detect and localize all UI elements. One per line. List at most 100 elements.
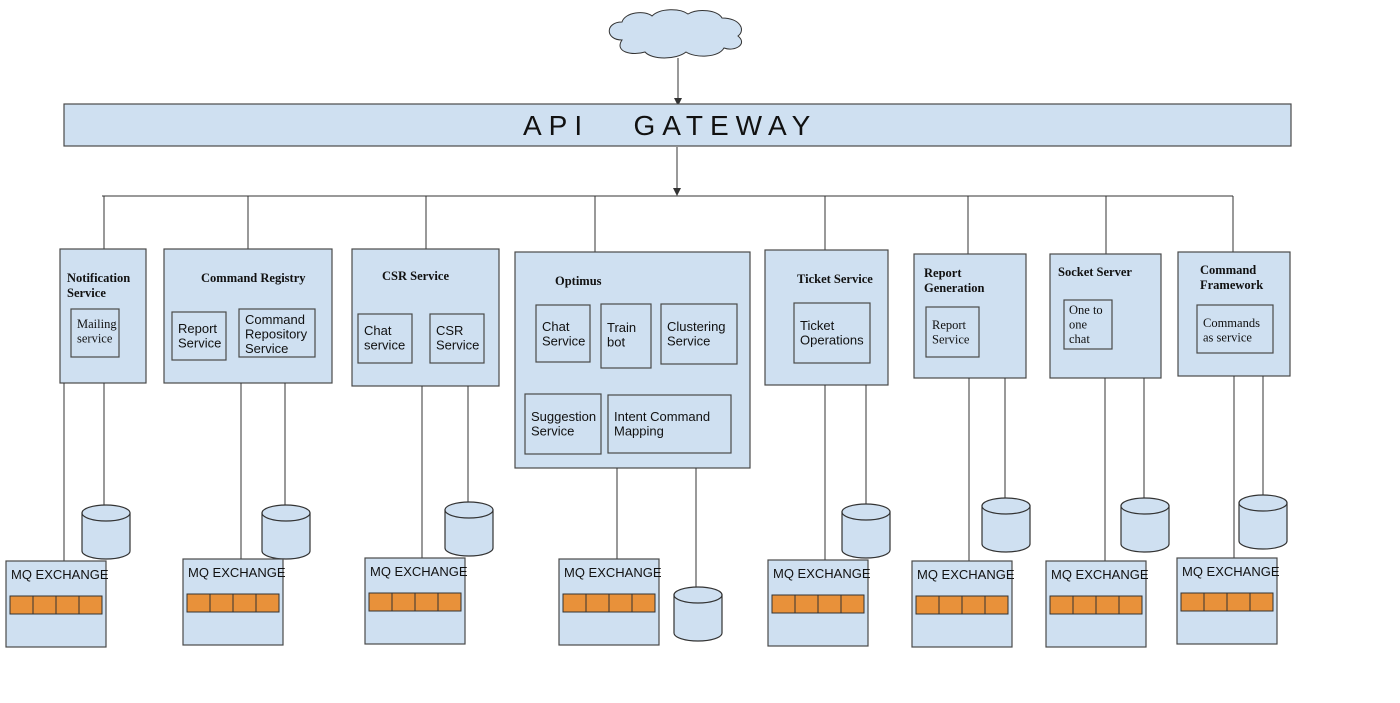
sub-service-label: chat bbox=[1069, 332, 1090, 346]
queue-slot bbox=[984, 595, 1009, 615]
infra-socket-server: MQ EXCHANGE bbox=[1045, 378, 1170, 648]
queue-slot bbox=[391, 592, 416, 612]
service-optimus: OptimusChatServiceTrainbotClusteringServ… bbox=[514, 196, 751, 469]
sub-service-label: Report bbox=[932, 318, 967, 332]
sub-service-label: Repository bbox=[245, 327, 308, 342]
sub-service-label: Service bbox=[178, 336, 221, 351]
database-cylinder-icon bbox=[841, 503, 891, 559]
queue-slot bbox=[1049, 595, 1074, 615]
sub-service-label: Service bbox=[245, 341, 288, 356]
database-cylinder-icon bbox=[981, 497, 1031, 553]
queue-slot bbox=[794, 594, 819, 614]
queue-slot bbox=[232, 593, 257, 613]
sub-service-label: Report bbox=[178, 321, 217, 336]
database-cylinder-icon bbox=[261, 504, 311, 560]
service-command-registry: Command RegistryReportServiceCommandRepo… bbox=[163, 196, 333, 384]
message-queue-icon bbox=[1049, 595, 1143, 615]
service-title: Report bbox=[924, 266, 962, 280]
mq-exchange: MQ EXCHANGE bbox=[767, 559, 871, 647]
queue-slot bbox=[255, 593, 280, 613]
queue-slot bbox=[1118, 595, 1143, 615]
sub-service-label: service bbox=[364, 338, 405, 353]
sub-service-label: Service bbox=[932, 333, 970, 347]
sub-service-label: Command bbox=[245, 312, 305, 327]
queue-slot bbox=[186, 593, 211, 613]
mq-exchange-label: MQ EXCHANGE bbox=[1051, 567, 1149, 582]
infra-csr-service: MQ EXCHANGE bbox=[364, 386, 494, 645]
sub-service-label: Chat bbox=[364, 323, 392, 338]
queue-slot bbox=[55, 595, 80, 615]
message-queue-icon bbox=[1180, 592, 1274, 612]
mq-exchange-label: MQ EXCHANGE bbox=[773, 566, 871, 581]
infra-ticket-service: MQ EXCHANGE bbox=[767, 385, 891, 647]
infra-command-registry: MQ EXCHANGE bbox=[182, 383, 311, 646]
mq-exchange: MQ EXCHANGE bbox=[911, 560, 1015, 648]
queue-slot bbox=[562, 593, 587, 613]
queue-slot bbox=[1095, 595, 1120, 615]
sub-service-label: bot bbox=[607, 335, 625, 350]
sub-service-label: One to bbox=[1069, 303, 1103, 317]
queue-slot bbox=[631, 593, 656, 613]
sub-service-label: CSR bbox=[436, 323, 463, 338]
service-title: Service bbox=[67, 286, 106, 300]
sub-service-label: as service bbox=[1203, 331, 1252, 345]
sub-service-label: Commands bbox=[1203, 316, 1260, 330]
message-queue-icon bbox=[9, 595, 103, 615]
service-title: Command bbox=[1200, 263, 1256, 277]
service-title: Ticket Service bbox=[797, 272, 873, 286]
mq-exchange: MQ EXCHANGE bbox=[1176, 557, 1280, 645]
sub-service-label: Operations bbox=[800, 333, 864, 348]
sub-service-label: Service bbox=[542, 334, 585, 349]
queue-slot bbox=[1203, 592, 1228, 612]
queue-slot bbox=[771, 594, 796, 614]
sub-service-label: Ticket bbox=[800, 318, 835, 333]
database-cylinder-icon bbox=[1238, 494, 1288, 550]
cloud-icon bbox=[608, 9, 743, 59]
queue-slot bbox=[961, 595, 986, 615]
message-queue-icon bbox=[915, 595, 1009, 615]
api-gateway-label: API GATEWAY bbox=[523, 110, 817, 141]
service-title: Command Registry bbox=[201, 271, 306, 285]
mq-exchange-label: MQ EXCHANGE bbox=[564, 565, 662, 580]
mq-exchange: MQ EXCHANGE bbox=[5, 560, 109, 648]
queue-slot bbox=[585, 593, 610, 613]
queue-slot bbox=[209, 593, 234, 613]
queue-slot bbox=[817, 594, 842, 614]
database-cylinder-icon bbox=[673, 586, 723, 642]
sub-service-label: Service bbox=[436, 338, 479, 353]
mq-exchange-label: MQ EXCHANGE bbox=[1182, 564, 1280, 579]
sub-service-label: Mapping bbox=[614, 424, 664, 439]
queue-slot bbox=[32, 595, 57, 615]
service-title: Framework bbox=[1200, 278, 1263, 292]
queue-slot bbox=[9, 595, 34, 615]
queue-slot bbox=[938, 595, 963, 615]
infra-optimus: MQ EXCHANGE bbox=[558, 468, 723, 646]
infra-notification-service: MQ EXCHANGE bbox=[5, 383, 131, 648]
sub-service-label: Suggestion bbox=[531, 409, 596, 424]
queue-slot bbox=[608, 593, 633, 613]
service-title: CSR Service bbox=[382, 269, 449, 283]
mq-exchange-label: MQ EXCHANGE bbox=[11, 567, 109, 582]
sub-service-label: Train bbox=[607, 320, 636, 335]
mq-exchange-label: MQ EXCHANGE bbox=[188, 565, 286, 580]
message-queue-icon bbox=[562, 593, 656, 613]
sub-service-label: Chat bbox=[542, 319, 570, 334]
database-cylinder-icon bbox=[444, 501, 494, 557]
sub-service-label: Service bbox=[531, 424, 574, 439]
